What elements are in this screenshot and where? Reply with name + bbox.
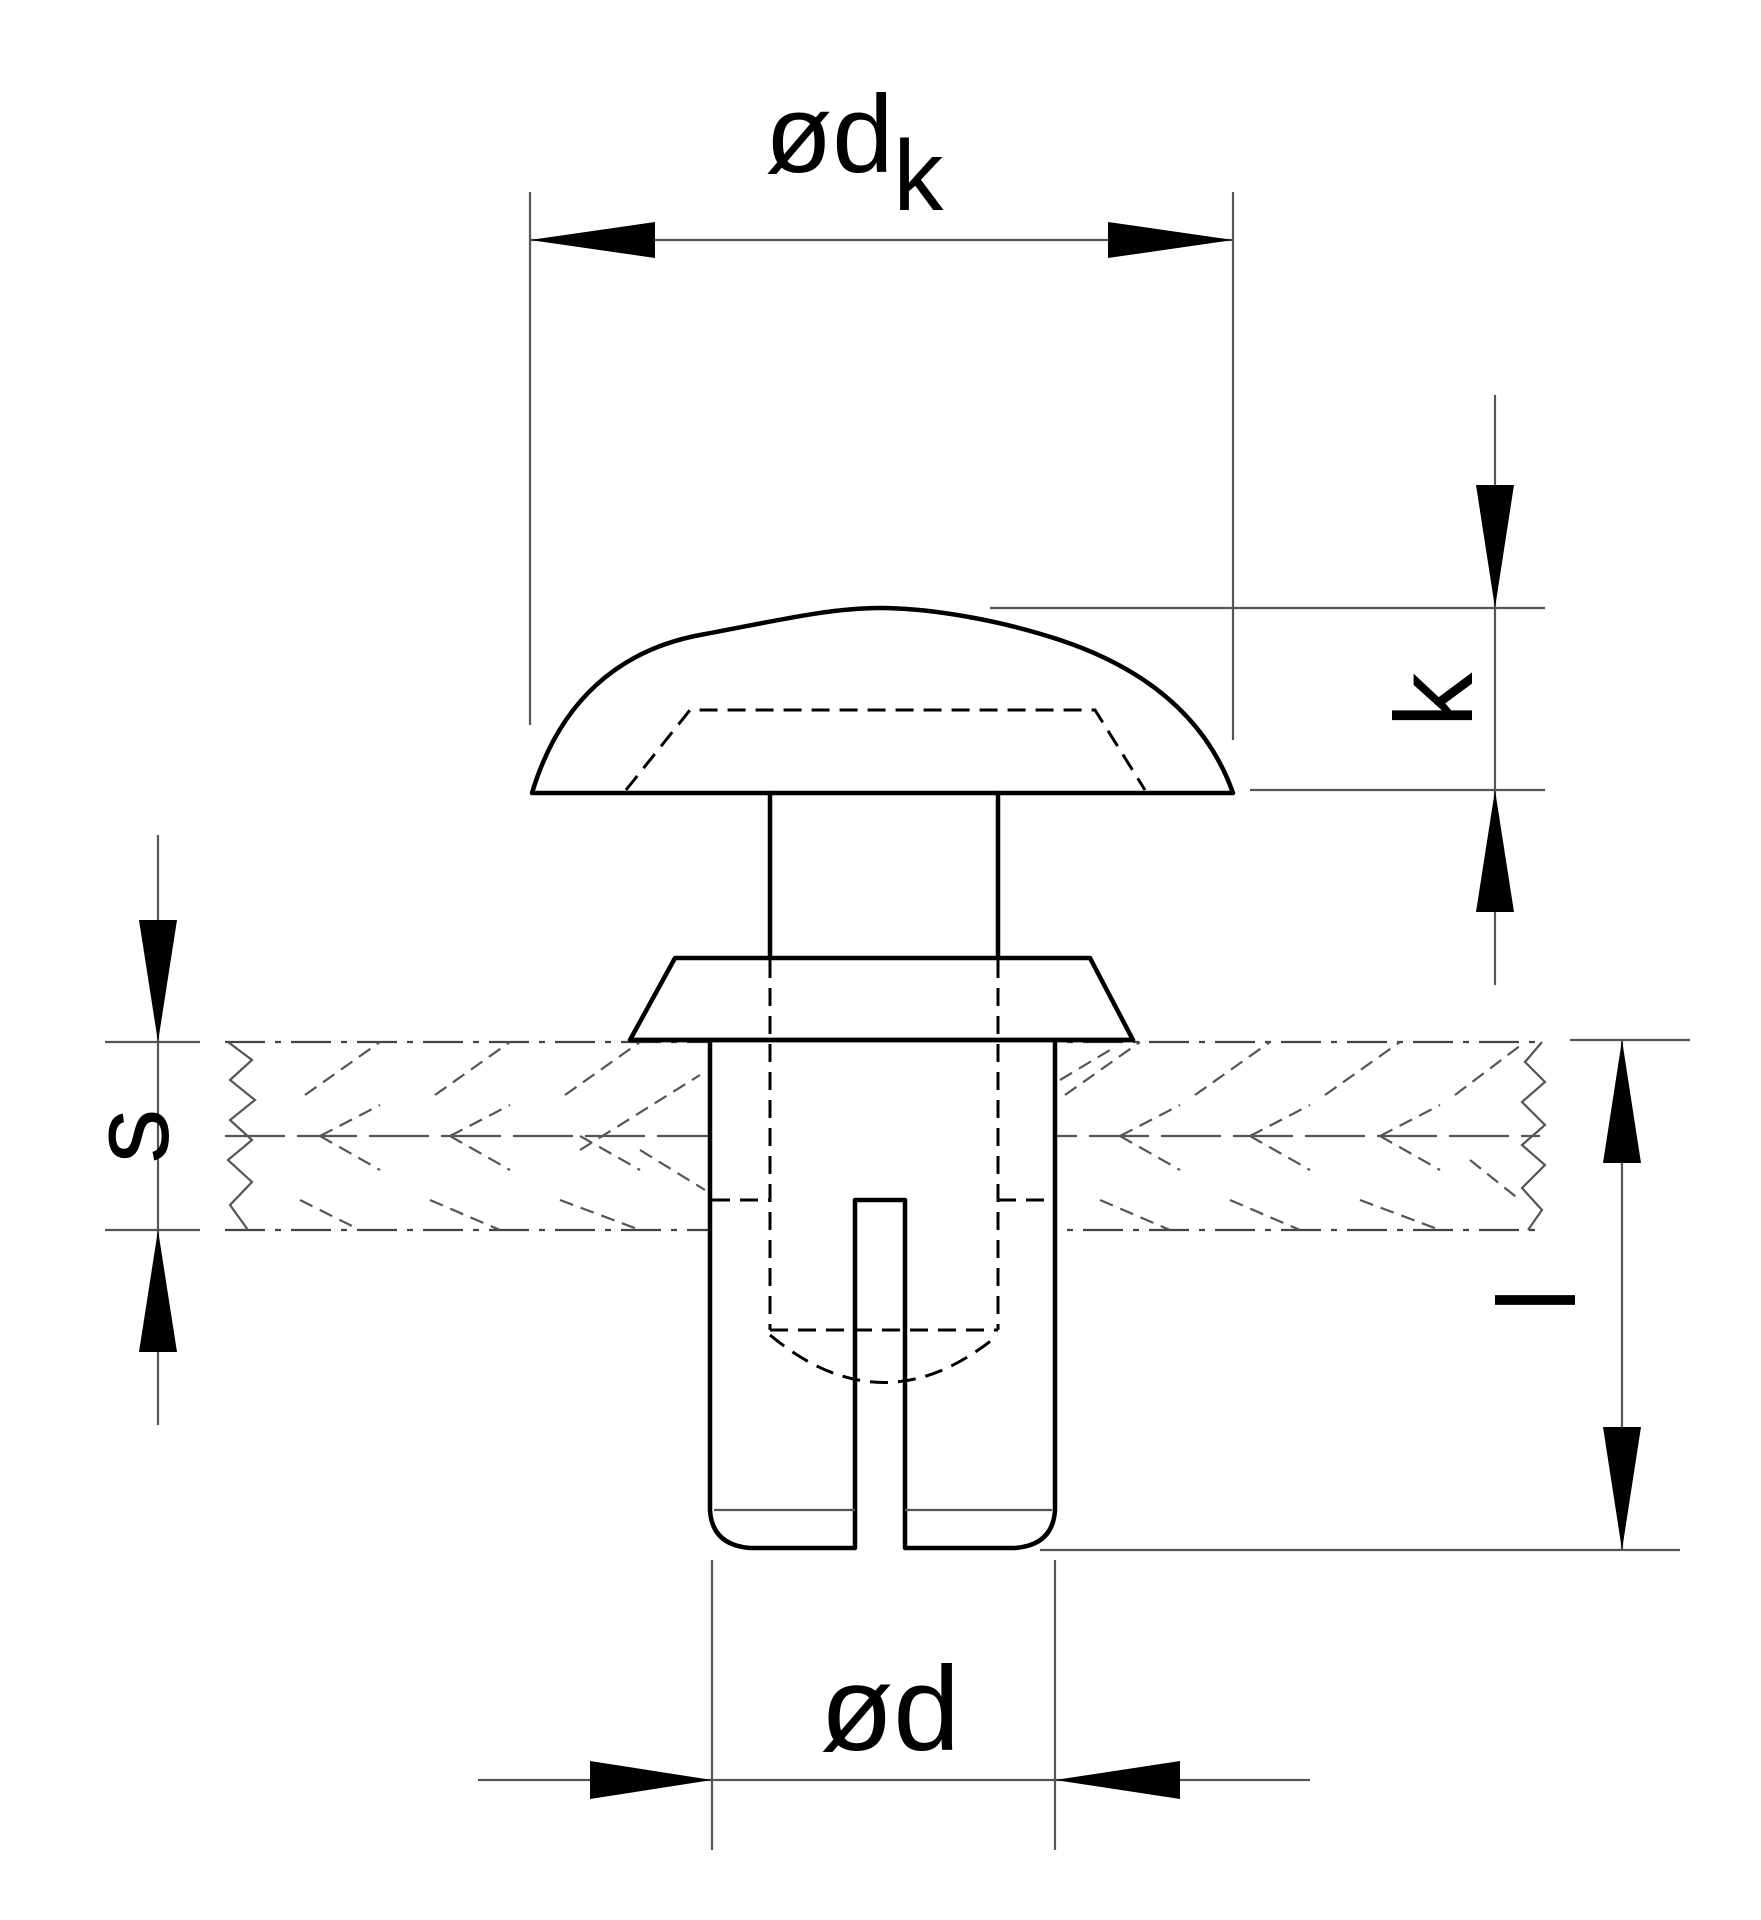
arrow-right — [1108, 222, 1233, 258]
dimension-head-diameter: ødk — [528, 73, 1235, 740]
panel-thickness-label: s — [69, 1109, 192, 1164]
dimension-length: l — [1040, 1038, 1690, 1552]
shank-mask — [710, 1042, 1055, 1542]
rivet-collar — [627, 955, 1136, 1043]
head-height-label: k — [1373, 672, 1496, 728]
arrow-top — [1603, 1040, 1641, 1163]
bore-tip-hidden — [769, 1333, 999, 1384]
dimension-shank-diameter: ød — [478, 1560, 1310, 1850]
arrow-bottom — [139, 1230, 177, 1352]
arrow-top — [139, 920, 177, 1042]
panel-break-left — [226, 1041, 257, 1231]
panel-hatching-left — [299, 1041, 706, 1232]
rivet — [529, 605, 1236, 1551]
arrow-bottom — [1476, 790, 1514, 912]
dimension-panel-thickness: s — [69, 835, 200, 1425]
panel-section — [225, 1040, 1547, 1232]
head-recess-hidden — [624, 708, 1147, 791]
arrow-left — [590, 1761, 712, 1799]
arrow-right — [1055, 1761, 1180, 1799]
arrow-bottom — [1603, 1427, 1641, 1550]
shank-diameter-label: ød — [820, 1642, 960, 1776]
head-diameter-symbol: ød — [765, 73, 893, 196]
arrow-top — [1476, 485, 1514, 608]
length-label: l — [1476, 1288, 1599, 1312]
head-diameter-label: ødk — [765, 73, 944, 232]
arrow-left — [530, 222, 655, 258]
dimension-head-height: k — [990, 395, 1545, 985]
head-diameter-subscript: k — [893, 120, 944, 232]
panel-break-right — [1520, 1041, 1547, 1231]
panel-hatching-right — [1059, 1041, 1526, 1232]
rivet-dome-head — [529, 605, 1236, 796]
rivet-shank — [707, 1037, 1058, 1551]
